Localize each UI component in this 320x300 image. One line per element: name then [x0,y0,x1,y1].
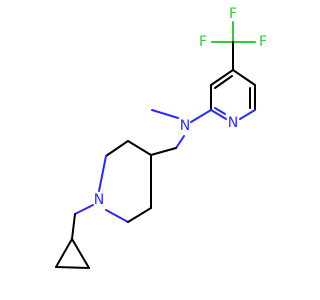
bond-ch2-c4pip [150,147,177,156]
bond-c4-c5 [232,69,256,86]
bond-n1-c2-inner [214,107,226,115]
bond-c6-n1 [239,109,256,120]
bond-ch2-cyclopropyl [71,213,76,240]
bond-pip-n-c6 [105,209,129,223]
bond-cp-a-b [55,238,73,268]
atom-f-right: F [259,34,267,50]
bond-namine-methyl [151,109,179,119]
bond-pip-c6-c5 [127,207,152,223]
bond-pip-c2-n [98,155,107,192]
atom-n-amine: N [180,118,190,134]
atom-f-top: F [229,6,237,22]
bond-cp-c-a [71,238,90,269]
atom-n-piperidine: N [94,192,104,208]
bond-c3-c4-inner [214,75,233,89]
bond-c2-namine [190,109,212,123]
atom-f-left: F [199,34,207,50]
bond-pip-c3-c2 [105,140,129,157]
bond-c3-c4 [210,69,234,86]
bond-pip-c4-c3 [127,140,152,156]
bond-n1-c2 [210,109,227,120]
bond-cp-b-c [55,266,90,269]
bond-namine-ch2 [175,135,185,149]
molecule-structure: F F F N N N [55,6,267,269]
atom-n-pyridine: N [228,115,238,131]
bond-npip-ch2 [74,204,94,215]
